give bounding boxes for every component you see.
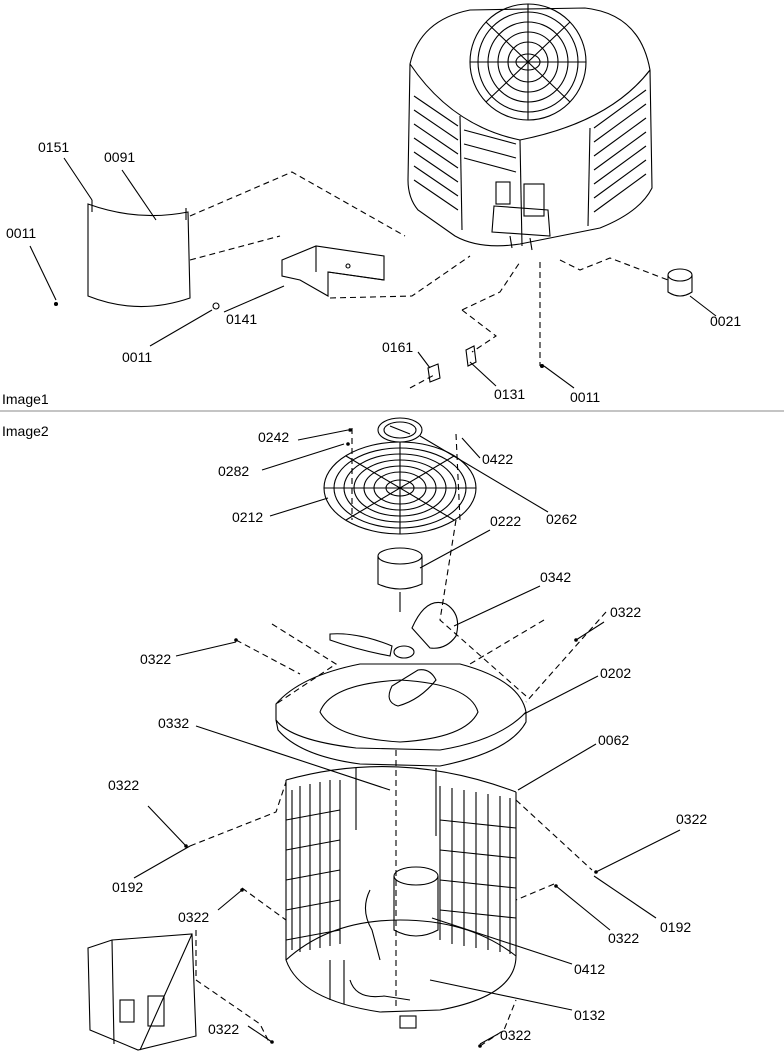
callout-0011-a: 0011 (6, 225, 37, 241)
callout-0322-g: 0322 (208, 1021, 240, 1037)
condenser-unit-assembled (407, 3, 653, 251)
callout-0242: 0242 (258, 429, 290, 445)
control-box-cover (53, 200, 191, 308)
control-box (87, 933, 197, 1051)
section-title-image2: Image2 (2, 423, 49, 439)
top-panel (275, 663, 527, 767)
callout-0192-b: 0192 (660, 919, 692, 935)
callout-0322-c: 0322 (108, 777, 140, 793)
screws-image2 (184, 428, 598, 1048)
callout-0262: 0262 (546, 511, 578, 527)
callout-0422: 0422 (482, 451, 514, 467)
leader-lines-image1 (29, 157, 717, 389)
callout-0141: 0141 (226, 311, 258, 327)
callout-0151: 0151 (38, 139, 70, 155)
callout-0062: 0062 (598, 732, 630, 748)
callout-0132: 0132 (574, 1007, 606, 1023)
cabinet-wrapper (285, 765, 517, 1013)
callout-0021: 0021 (710, 313, 742, 329)
small-parts (212, 268, 693, 383)
callout-0322-e: 0322 (178, 909, 210, 925)
fan-guard (323, 441, 477, 535)
assembly-lines-image2 (189, 428, 607, 1047)
callout-0011-b: 0011 (122, 349, 153, 365)
callout-0212: 0212 (232, 509, 264, 525)
top-cap (377, 417, 423, 443)
callout-0332: 0332 (158, 715, 190, 731)
callout-0322-h: 0322 (500, 1027, 532, 1043)
assembly-lines-image1 (189, 171, 669, 389)
section-title-image1: Image1 (2, 391, 49, 407)
mounting-bracket (281, 245, 385, 297)
callout-0161: 0161 (382, 339, 414, 355)
callout-0282: 0282 (218, 463, 250, 479)
callout-0011-c: 0011 (570, 389, 601, 405)
callout-0412: 0412 (574, 961, 606, 977)
leader-lines-image2 (133, 429, 681, 1045)
callout-0202: 0202 (600, 665, 632, 681)
fan-blade (329, 601, 459, 707)
callout-0091: 0091 (104, 149, 136, 165)
callout-0222: 0222 (490, 513, 522, 529)
fan-motor (377, 547, 423, 612)
callout-0322-d: 0322 (676, 811, 708, 827)
callout-0322-f: 0322 (608, 930, 640, 946)
callout-0131: 0131 (494, 386, 526, 402)
callout-0342: 0342 (540, 569, 572, 585)
callout-0192-a: 0192 (112, 879, 144, 895)
callout-0322-a: 0322 (610, 604, 642, 620)
compressor-assembly (329, 866, 439, 1029)
callout-0322-b: 0322 (140, 651, 172, 667)
